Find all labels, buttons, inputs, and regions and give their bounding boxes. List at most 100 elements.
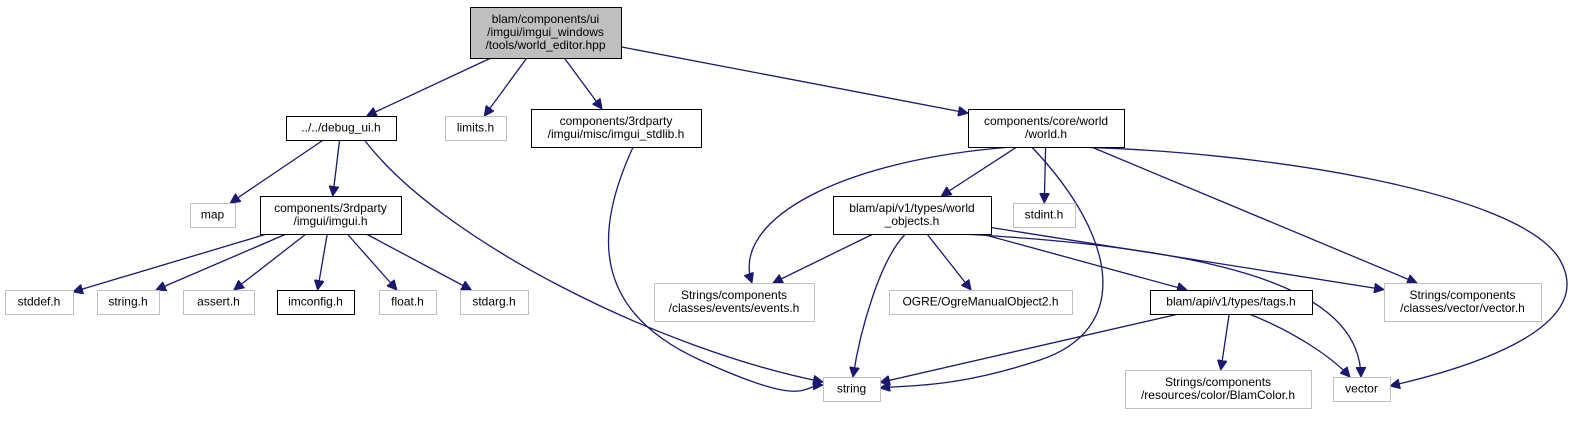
node-box: [183, 290, 255, 315]
node-label-line: vector: [1345, 382, 1378, 396]
edge-world_objects-to-vector: [961, 233, 1361, 377]
node-label-line: components/core/world: [984, 114, 1108, 128]
edge-imgui_h-to-stdarg: [365, 233, 471, 291]
node-box: [1150, 290, 1313, 315]
node-label-line: string: [837, 382, 866, 396]
node-box: [277, 290, 355, 315]
node-events: Strings/components/classes/events/events…: [654, 283, 815, 322]
node-string_h: string.h: [97, 290, 160, 315]
edge-world_h-to-events: [749, 146, 1012, 283]
node-label-line: stdint.h: [1025, 208, 1064, 222]
node-label-line: /imgui/misc/imgui_stdlib.h: [548, 127, 685, 141]
edge-world_editor-to-imgui_stdlib: [563, 57, 602, 109]
node-label-line: /classes/events/events.h: [669, 301, 800, 315]
node-box: [286, 116, 397, 141]
node-label-line: Strings/components: [1165, 375, 1271, 389]
edge-world_h-to-stdint: [1044, 146, 1045, 203]
edge-debug_ui-to-map: [230, 139, 324, 203]
node-tags[interactable]: blam/api/v1/types/tags.h: [1150, 290, 1313, 315]
edge-world_editor-to-debug_ui: [367, 57, 492, 116]
node-imgui_h[interactable]: components/3rdparty/imgui/imgui.h: [260, 196, 402, 235]
node-world_objects[interactable]: blam/api/v1/types/world_objects.h: [833, 196, 992, 235]
node-map: map: [190, 203, 236, 228]
node-label-line: ../../debug_ui.h: [301, 121, 380, 135]
edge-world_objects-to-ogre: [926, 233, 971, 290]
node-label-line: _objects.h: [884, 214, 940, 228]
node-ogre: OGRE/OgreManualObject2.h: [889, 290, 1073, 315]
node-label-line: /classes/vector/vector.h: [1400, 301, 1525, 315]
node-label-line: limits.h: [457, 121, 494, 135]
node-box: [1125, 370, 1312, 409]
node-label-line: /resources/color/BlamColor.h: [1141, 388, 1295, 402]
edge-tags-to-vector: [1248, 313, 1350, 377]
node-box: [968, 109, 1125, 148]
edge-debug_ui-to-string: [363, 139, 824, 382]
edge-world_h-to-world_objects: [941, 146, 1018, 196]
edge-imgui_h-to-imconfig: [318, 233, 328, 290]
edge-tags-to-blamcolor: [1221, 313, 1230, 370]
edge-world_objects-to-string: [853, 233, 906, 377]
node-box: [5, 290, 74, 315]
node-box: [190, 203, 236, 228]
node-box: [654, 283, 815, 322]
node-box: [1333, 377, 1391, 402]
edge-world_h-to-string: [880, 146, 1104, 388]
node-label-line: assert.h: [197, 295, 240, 309]
node-stdarg: stdarg.h: [460, 290, 529, 315]
node-box: [823, 377, 881, 402]
node-label-line: blam/api/v1/types/tags.h: [1166, 295, 1295, 309]
edge-world_editor-to-limits: [484, 57, 528, 116]
node-vector: vector: [1333, 377, 1391, 402]
node-label-line: string.h: [108, 295, 147, 309]
edge-imgui_h-to-string_h: [156, 233, 287, 290]
node-stdint: stdint.h: [1013, 203, 1076, 228]
edge-world_editor-to-world_h: [620, 46, 968, 113]
node-label-line: imconfig.h: [288, 295, 343, 309]
node-label-line: float.h: [391, 295, 424, 309]
node-box: [470, 7, 622, 59]
node-label-line: components/3rdparty: [274, 201, 387, 215]
node-box: [889, 290, 1073, 315]
node-label-line: blam/components/ui: [492, 12, 599, 26]
node-imconfig[interactable]: imconfig.h: [277, 290, 355, 315]
node-world_editor[interactable]: blam/components/ui/imgui/imgui_windows/t…: [470, 7, 622, 59]
node-label-line: blam/api/v1/types/world: [849, 201, 974, 215]
node-label-line: stddef.h: [18, 295, 61, 309]
node-label-line: OGRE/OgreManualObject2.h: [902, 295, 1058, 309]
edge-tags-to-string: [880, 313, 1179, 383]
node-box: [445, 116, 507, 141]
edge-imgui_h-to-stddef: [73, 233, 267, 292]
node-box: [460, 290, 529, 315]
node-limits: limits.h: [445, 116, 507, 141]
edge-imgui_h-to-float_h: [346, 233, 397, 290]
node-label-line: /world.h: [1025, 127, 1067, 141]
node-string: string: [823, 377, 881, 402]
node-label-line: /tools/world_editor.hpp: [485, 38, 605, 52]
node-label-line: /imgui/imgui_windows: [487, 25, 604, 39]
node-debug_ui[interactable]: ../../debug_ui.h: [286, 116, 397, 141]
edge-imgui_stdlib-to-string: [607, 146, 823, 392]
node-box: [531, 109, 702, 148]
node-float_h: float.h: [379, 290, 437, 315]
edge-world_objects-to-events: [773, 233, 874, 283]
node-box: [260, 196, 402, 235]
node-imgui_stdlib[interactable]: components/3rdparty/imgui/misc/imgui_std…: [531, 109, 702, 148]
node-label-line: Strings/components: [681, 288, 787, 302]
node-world_h[interactable]: components/core/world/world.h: [968, 109, 1125, 148]
edges-layer: [73, 46, 1568, 392]
node-label-line: /imgui/imgui.h: [293, 214, 367, 228]
node-blamcolor: Strings/components/resources/color/BlamC…: [1125, 370, 1312, 409]
node-label-line: components/3rdparty: [560, 114, 673, 128]
node-label-line: stdarg.h: [472, 295, 515, 309]
node-box: [97, 290, 160, 315]
node-box: [1013, 203, 1076, 228]
node-box: [833, 196, 992, 235]
node-assert_h: assert.h: [183, 290, 255, 315]
node-vector_h: Strings/components/classes/vector/vector…: [1384, 283, 1542, 322]
edge-world_objects-to-tags: [981, 233, 1187, 290]
node-box: [379, 290, 437, 315]
edge-imgui_h-to-assert_h: [234, 233, 307, 290]
nodes-layer: blam/components/ui/imgui/imgui_windows/t…: [5, 7, 1542, 409]
node-stddef: stddef.h: [5, 290, 74, 315]
